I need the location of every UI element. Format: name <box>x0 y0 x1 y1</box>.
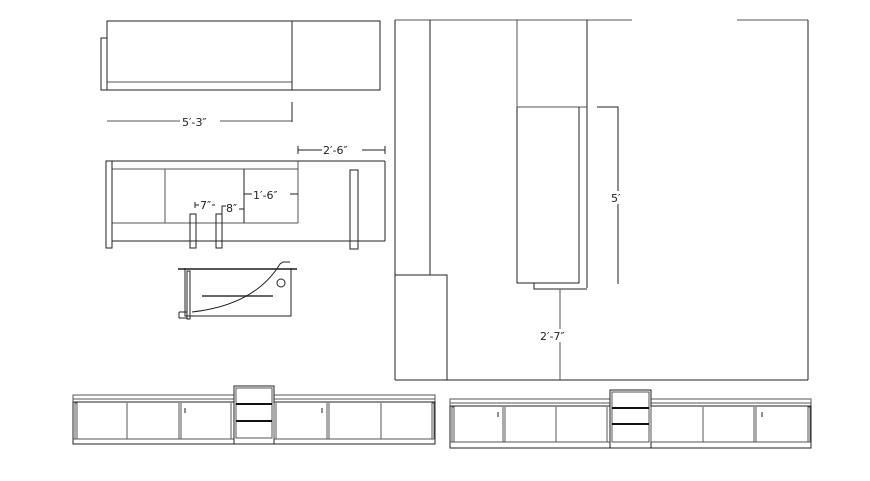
dim-wall-height: 5′ <box>611 192 621 205</box>
plan-outline <box>106 20 381 91</box>
dim-panel-width: 1′-6″ <box>253 189 278 202</box>
dim-leg-gap: 7″ <box>200 199 211 212</box>
dim-counter-overhang: 2′-6″ <box>323 144 348 157</box>
side-detail-view <box>178 261 297 320</box>
section-view: 2′-7″ 5′ <box>394 19 809 381</box>
hole-circle <box>276 278 286 288</box>
cabinet-elevation-left <box>72 385 436 445</box>
dim-leg-offset: 8″ <box>226 202 237 215</box>
dim-top-plan-width: 5′-3″ <box>182 116 207 129</box>
cabinet-elevation-right <box>449 389 812 449</box>
dim-floor-to-unit: 2′-7″ <box>540 330 565 343</box>
top-plan-view: 5′-3″ <box>100 20 381 129</box>
front-elevation-view: 2′-6″ 1′-6″ 7″ 8″ <box>105 142 386 250</box>
